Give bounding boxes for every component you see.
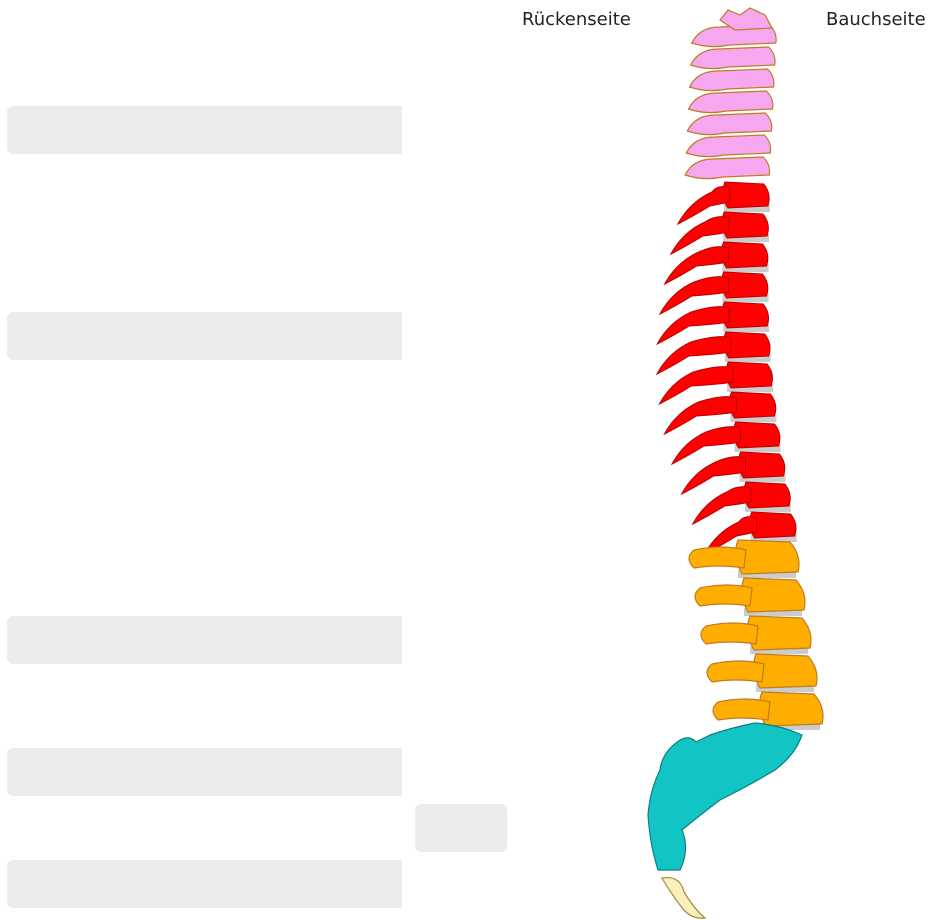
cervical-vertebra: [687, 113, 771, 135]
lumbar-spinous-process: [689, 547, 746, 568]
extra-drop-zone[interactable]: [415, 804, 507, 852]
coccyx: [662, 878, 705, 919]
lumbar-spinous-process: [707, 661, 764, 682]
cervical-vertebra: [686, 135, 770, 157]
drop-zone-4[interactable]: [7, 748, 402, 796]
belly-side-label: Bauchseite: [826, 9, 926, 30]
spine-illustration: [600, 0, 840, 920]
drop-zone-5[interactable]: [7, 860, 402, 908]
cervical-vertebra: [690, 69, 774, 91]
drop-zone-3[interactable]: [7, 616, 402, 664]
thoracic-vertebrae: [657, 182, 796, 554]
drop-zone-1[interactable]: [7, 106, 402, 154]
lumbar-vertebrae: [689, 540, 823, 726]
cervical-vertebra: [685, 157, 769, 179]
cervical-vertebrae: [685, 8, 776, 179]
drop-zone-2[interactable]: [7, 312, 402, 360]
sacrum: [648, 723, 802, 870]
cervical-vertebra: [691, 47, 775, 69]
lumbar-spinous-process: [701, 623, 758, 644]
lumbar-spinous-process: [713, 699, 770, 720]
lumbar-spinous-process: [695, 585, 752, 606]
cervical-vertebra: [688, 91, 772, 113]
